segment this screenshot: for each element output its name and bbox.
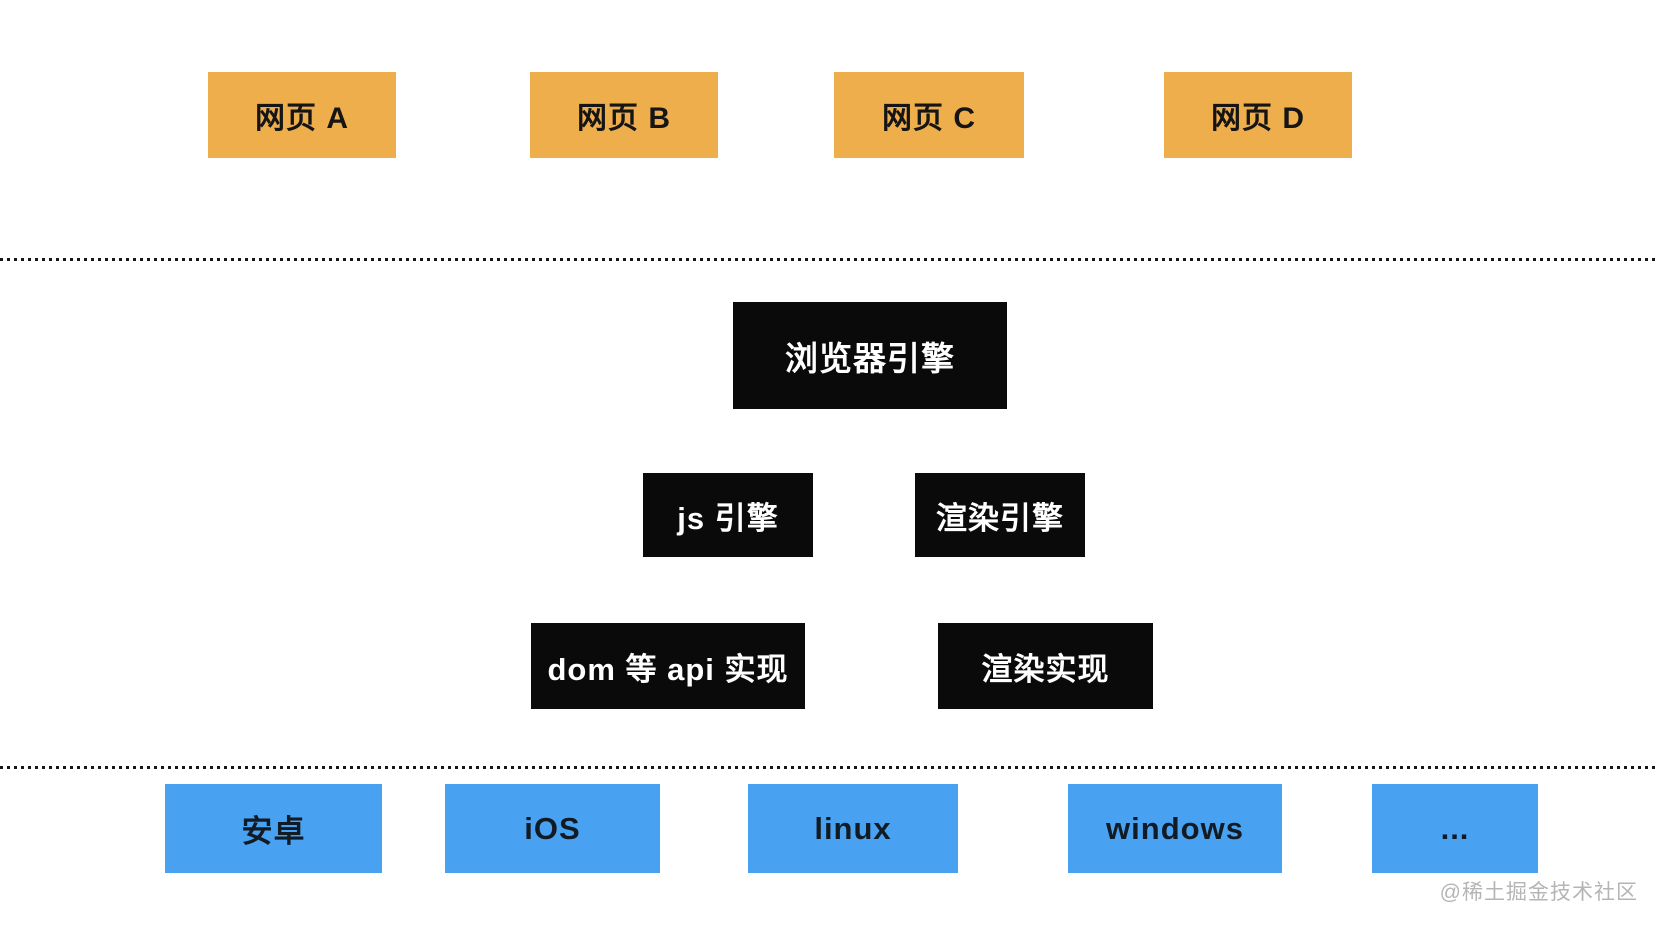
separator-dotted-top bbox=[0, 258, 1656, 261]
platform-box-more: ... bbox=[1372, 784, 1538, 873]
browser-engine-box: 浏览器引擎 bbox=[733, 302, 1007, 409]
render-implementation-box: 渲染实现 bbox=[938, 623, 1153, 709]
platform-box-android: 安卓 bbox=[165, 784, 382, 873]
page-box-c: 网页 C bbox=[834, 72, 1024, 158]
platform-box-linux: linux bbox=[748, 784, 958, 873]
page-box-d: 网页 D bbox=[1164, 72, 1352, 158]
separator-dotted-bottom bbox=[0, 766, 1656, 769]
platform-box-ios: iOS bbox=[445, 784, 660, 873]
platform-box-windows: windows bbox=[1068, 784, 1282, 873]
page-box-b: 网页 B bbox=[530, 72, 718, 158]
render-engine-box: 渲染引擎 bbox=[915, 473, 1085, 557]
dom-api-implementation-box: dom 等 api 实现 bbox=[531, 623, 805, 709]
page-box-a: 网页 A bbox=[208, 72, 396, 158]
watermark: @稀土掘金技术社区 bbox=[1439, 881, 1638, 904]
js-engine-box: js 引擎 bbox=[643, 473, 813, 557]
